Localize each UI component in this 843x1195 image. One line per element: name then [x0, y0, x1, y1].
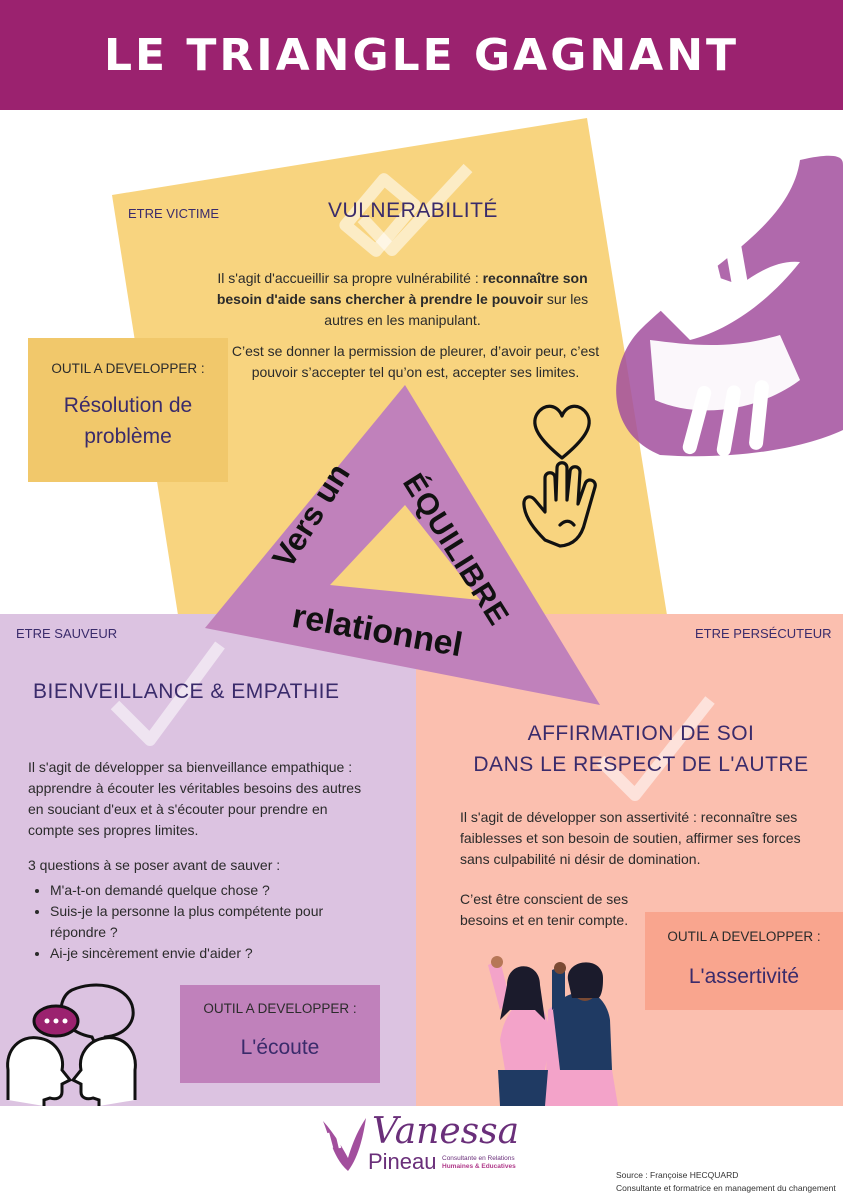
persecuteur-tool-label: OUTIL A DEVELOPPER : [667, 929, 821, 944]
victime-role-label: ETRE VICTIME [128, 206, 220, 221]
persecuteur-tool-value: L'assertivité [688, 965, 800, 988]
victime-tool-label: OUTIL A DEVELOPPER : [51, 361, 205, 376]
persecuteur-panel [416, 614, 843, 1106]
victime-p1-a: Il s'agit d'accueillir sa propre vulnéra… [217, 270, 483, 286]
victime-p1-c: sur les autres en les manipulant. [324, 291, 589, 328]
source-line-2: Consultante et formatrice en management … [616, 1183, 836, 1193]
source-line-1: Source : Françoise HECQUARD [616, 1170, 739, 1180]
source-credit: Source : Françoise HECQUARD Consultante … [616, 1169, 836, 1195]
sauveur-tool-box: OUTIL A DEVELOPPER : L'écoute [180, 985, 380, 1083]
persecuteur-tool-box: OUTIL A DEVELOPPER : L'assertivité [645, 912, 843, 1010]
logo-name-2: Pineau [368, 1149, 437, 1174]
persecuteur-title-line-1: AFFIRMATION DE SOI [527, 722, 755, 745]
sauveur-questions-intro: 3 questions à se poser avant de sauver : [28, 857, 281, 873]
persecuteur-role-label: ETRE PERSÉCUTEUR [695, 626, 832, 641]
victime-p1-b: reconnaître son besoin d'aide sans cherc… [216, 270, 588, 307]
victime-tool-box: OUTIL A DEVELOPPER : Résolution de probl… [28, 338, 228, 482]
victime-panel [112, 118, 667, 615]
list-item: Ai-je sincèrement envie d'aider ? [50, 943, 373, 964]
persecuteur-paragraph-1: Il s'agit de développer son assertivité … [460, 809, 801, 867]
two-heads-speech-bubbles-icon [6, 983, 137, 1106]
list-item: Suis-je la personne la plus compétente p… [50, 901, 373, 943]
victime-paragraph-2: C’est se donner la permission de pleurer… [231, 343, 600, 380]
victime-paragraph-1: Il s'agit d'accueillir sa propre vulnéra… [205, 268, 600, 331]
persecuteur-title: AFFIRMATION DE SOI DANS LE RESPECT DE L'… [441, 718, 841, 780]
check-mark-watermark-icon [595, 696, 715, 801]
reaching-hands-illustration [616, 155, 843, 457]
sauveur-title: BIENVEILLANCE & EMPATHIE [33, 680, 340, 703]
check-mark-watermark-icon [339, 163, 473, 257]
header-bar [0, 0, 843, 110]
victime-title: VULNERABILITÉ [328, 199, 498, 222]
logo-name-1: Vanessa [372, 1111, 520, 1152]
sauveur-questions: 3 questions à se poser avant de sauver :… [28, 855, 373, 964]
persecuteur-title-line-2: DANS LE RESPECT DE L'AUTRE [473, 753, 809, 776]
page-title: LE TRIANGLE GAGNANT [103, 29, 740, 81]
vanessa-pineau-logo-icon [323, 1118, 366, 1171]
check-mark-watermark-icon [110, 641, 225, 746]
raised-hand-icon [522, 461, 597, 548]
sauveur-paragraph-1: Il s'agit de développer sa bienveillance… [28, 759, 362, 838]
sauveur-tool-value: L'écoute [240, 1036, 320, 1059]
logo-tag-1: Consultante en Relations [442, 1155, 515, 1162]
victime-tool-value: Résolution de problème [63, 394, 193, 448]
sauveur-role-label: ETRE SAUVEUR [16, 626, 118, 641]
logo-tag-2: Humaines & Educatives [442, 1163, 516, 1170]
heart-outline-icon [533, 404, 591, 460]
list-item: M'a-t-on demandé quelque chose ? [50, 880, 373, 901]
logo-tagline: Consultante en Relations Humaines & Educ… [442, 1155, 516, 1171]
raised-fists-women-illustration [488, 956, 618, 1106]
balance-triangle [205, 385, 600, 705]
sauveur-tool-label: OUTIL A DEVELOPPER : [203, 1001, 357, 1016]
persecuteur-paragraph-2: C’est être conscient de ses besoins et e… [460, 891, 629, 928]
sauveur-questions-list: M'a-t-on demandé quelque chose ? Suis-je… [28, 880, 373, 964]
